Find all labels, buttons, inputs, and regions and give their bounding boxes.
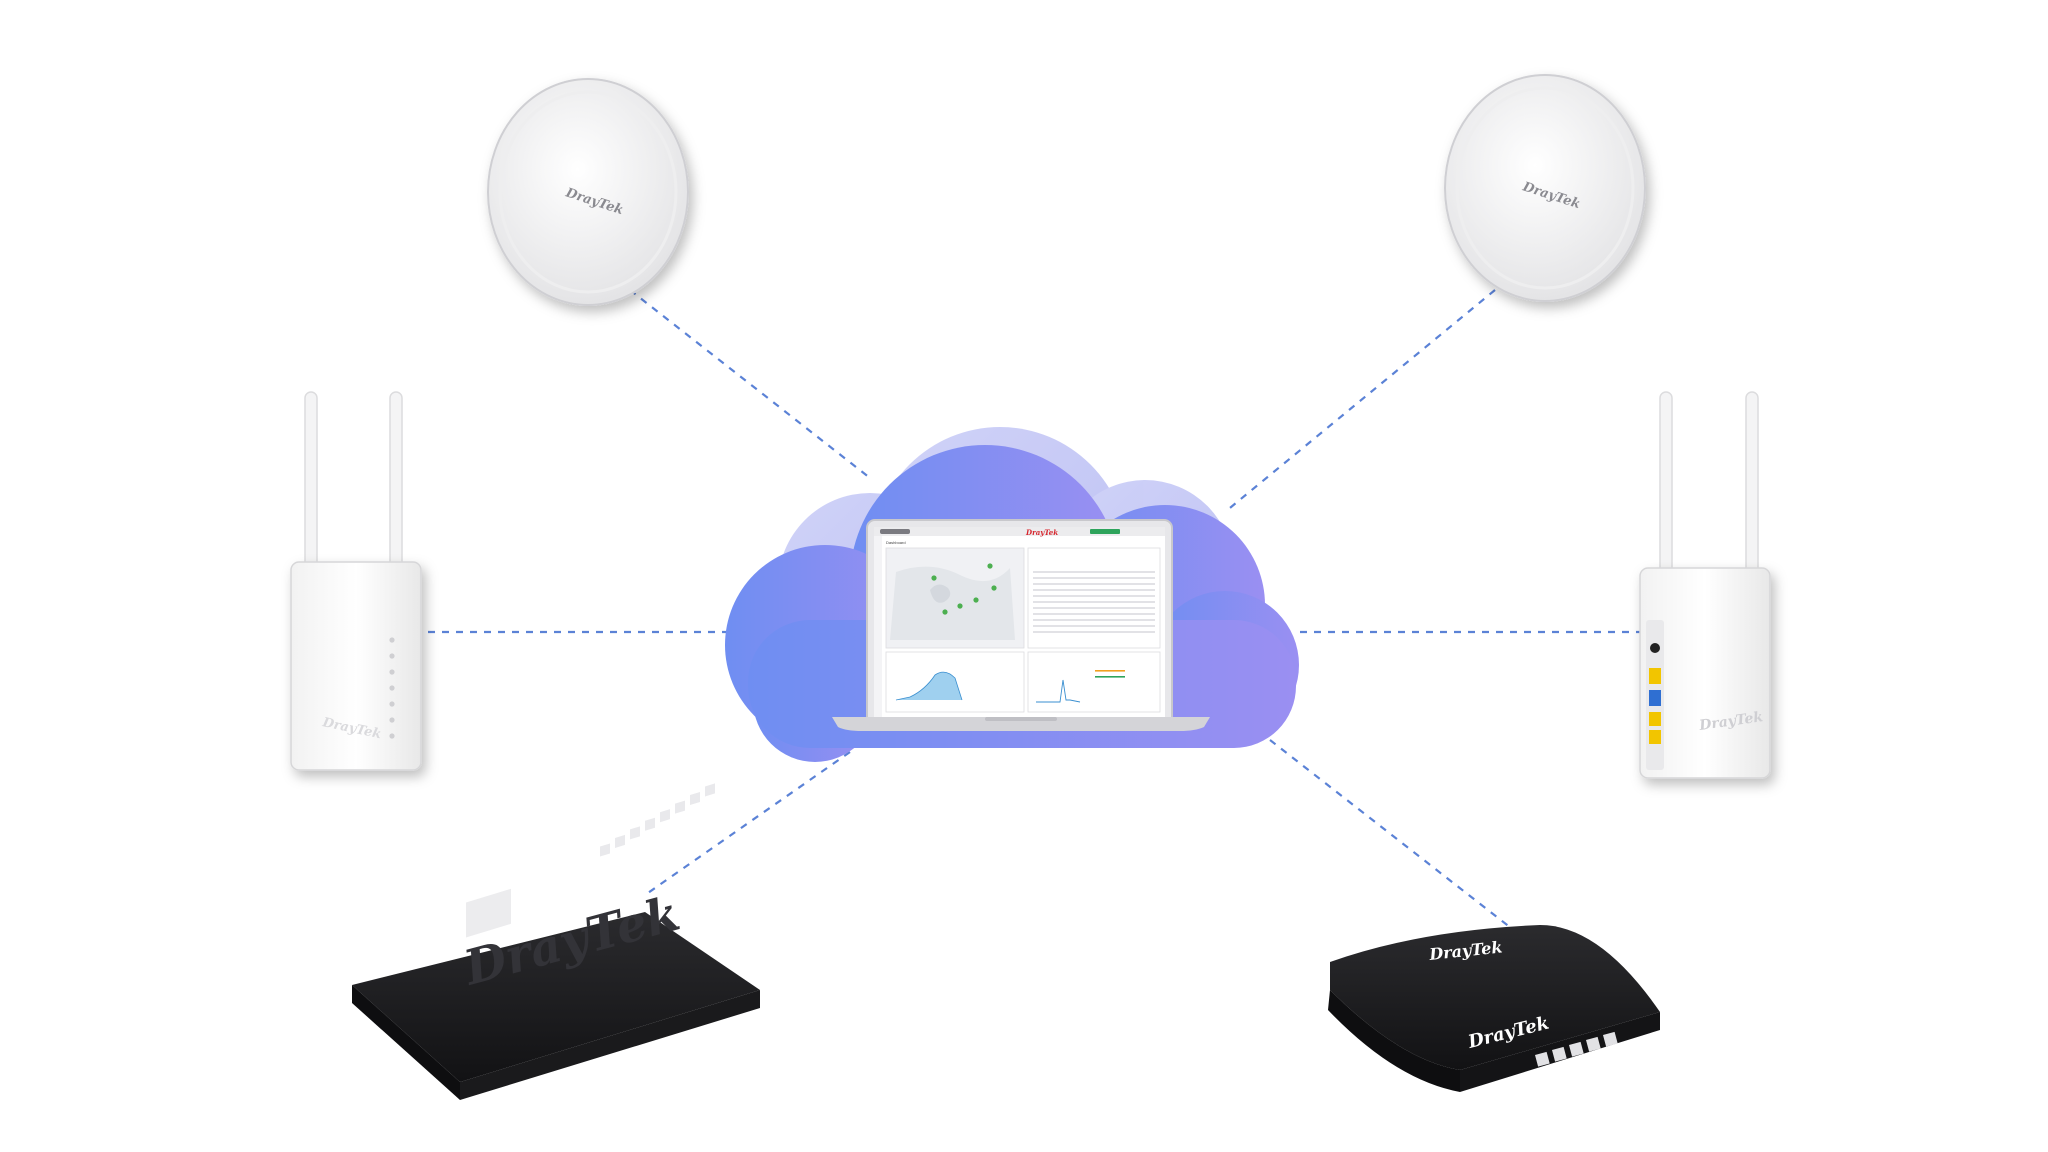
dashboard-screen: DrayTek Dashboard	[874, 527, 1165, 717]
status-leds	[389, 637, 395, 739]
rack-router-left: DrayTek	[352, 783, 760, 1100]
usage-chart-area	[896, 672, 962, 700]
link-ap-ceiling-right	[1224, 289, 1496, 513]
desk-router-right: DrayTek DrayTek	[1328, 925, 1660, 1092]
connection-lines	[428, 289, 1640, 936]
ap-antenna-left: DrayTek	[290, 391, 422, 771]
lan-ports	[600, 783, 715, 857]
link-rack-router-left	[644, 751, 851, 896]
map-pins	[931, 563, 997, 615]
antenna-left-a	[304, 391, 318, 581]
router-lan-ports	[1534, 1031, 1618, 1067]
router-antenna-right: DrayTek	[1639, 391, 1771, 779]
link-desk-router-right	[1269, 739, 1521, 936]
antenna-right-a	[1659, 391, 1673, 588]
antenna-right-b	[1745, 391, 1759, 588]
rack-router-label-plate	[466, 888, 511, 938]
ap-ceiling-right: DrayTek	[1444, 74, 1646, 302]
laptop: DrayTek Dashboard	[832, 519, 1210, 731]
dashboard-title: Dashboard	[886, 540, 906, 545]
table-rows	[1033, 571, 1155, 633]
antenna-left-b	[389, 391, 403, 581]
ap-ceiling-left: DrayTek	[487, 78, 689, 306]
traffic-chart-line	[1036, 679, 1081, 703]
dashboard-logo: DrayTek	[1025, 528, 1058, 537]
link-ap-ceiling-left	[629, 289, 871, 479]
